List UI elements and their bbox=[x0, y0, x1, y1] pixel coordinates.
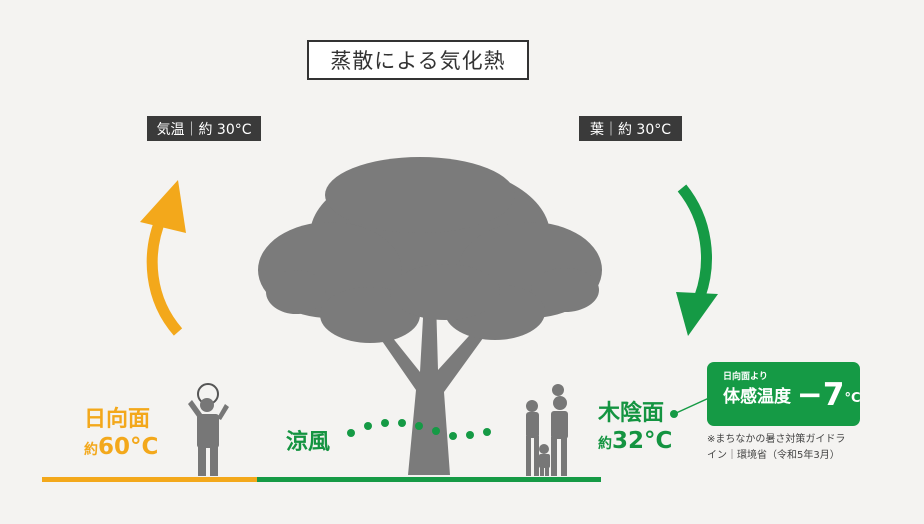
sunny-side-temp: 約60°C bbox=[84, 434, 159, 460]
sunny-side-title: 日向面 bbox=[84, 407, 151, 432]
person-sun-icon bbox=[188, 383, 229, 476]
shaded-ground-line bbox=[257, 477, 601, 482]
air-temperature-tag: 気温｜約 30°C bbox=[147, 116, 261, 141]
perceived-temperature-badge: 日向面より 体感温度 −7°C bbox=[707, 362, 861, 426]
arrow-down-icon bbox=[676, 184, 718, 336]
sunny-side-label: 日向面 約60°C bbox=[84, 406, 158, 460]
badge-subtitle: 日向面より bbox=[723, 372, 768, 382]
sunny-ground-line bbox=[42, 477, 257, 482]
source-note: ※まちなかの暑さ対策ガイドラ イン｜環境省（令和5年3月） bbox=[707, 434, 846, 461]
badge-main: 体感温度 −7°C bbox=[723, 377, 861, 413]
family-icon bbox=[526, 384, 568, 476]
breeze-label: 涼風 bbox=[286, 430, 331, 455]
shade-side-label: 木陰面 約32°C bbox=[598, 400, 672, 454]
leaf-temperature-tag: 葉｜約 30°C bbox=[579, 116, 682, 141]
diagram-title: 蒸散による気化熱 bbox=[307, 40, 529, 80]
shade-side-title: 木陰面 bbox=[598, 401, 665, 426]
arrow-up-icon bbox=[140, 180, 186, 336]
breeze-dots bbox=[347, 419, 491, 440]
tree-icon bbox=[258, 157, 602, 475]
shade-side-temp: 約32°C bbox=[598, 428, 673, 454]
